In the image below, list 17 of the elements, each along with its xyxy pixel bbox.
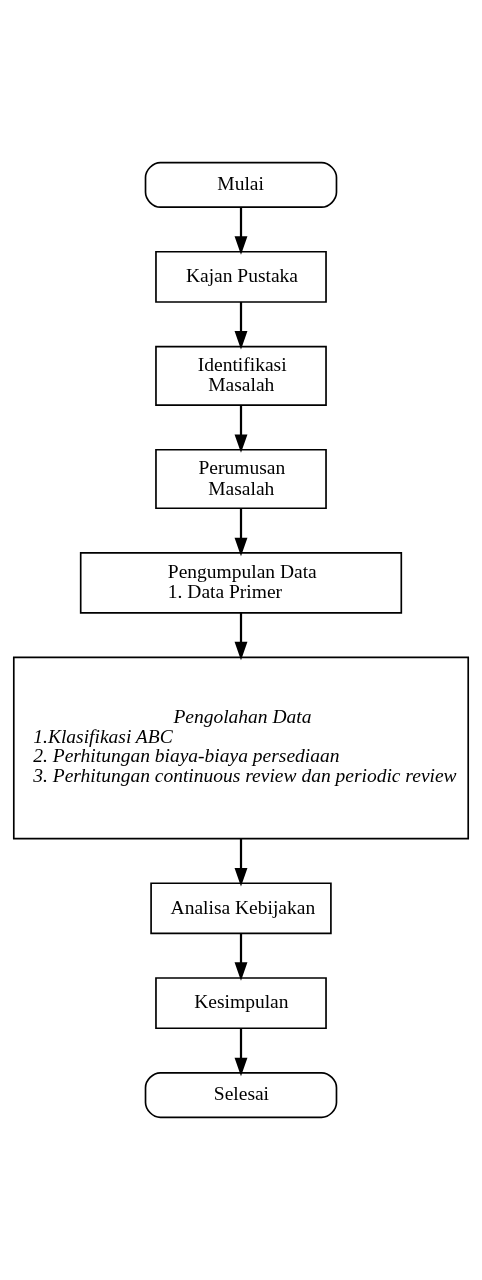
node-box: Identifikasi Masalah: [155, 345, 327, 406]
arrow: [234, 933, 248, 981]
node-box: Kajan Pustaka: [155, 250, 327, 303]
arrow: [234, 1028, 248, 1077]
arrow: [234, 612, 248, 661]
node-box: Perumusan Masalah: [155, 448, 327, 510]
node-box: Pengolahan Data 1.Klasifikasi ABC 2. Perhitungan biaya-biaya persediaan 3. Perhitungan continuous review dan periodic review: [12, 656, 470, 840]
node-box: Kesimpulan: [155, 977, 327, 1030]
node-box: Mulai: [144, 161, 338, 208]
arrow: [234, 838, 248, 887]
node-box: Selesai: [144, 1072, 338, 1119]
arrow: [234, 302, 248, 350]
node-box: Pengumpulan Data 1. Data Primer: [79, 552, 403, 614]
arrow: [234, 508, 248, 557]
arrow: [234, 207, 248, 255]
node-box: Analisa Kebijakan: [150, 882, 332, 935]
arrow: [234, 405, 248, 453]
